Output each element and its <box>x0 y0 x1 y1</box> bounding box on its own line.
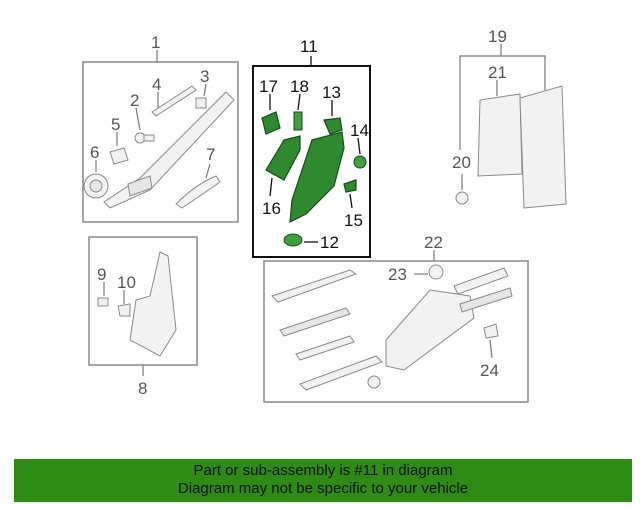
group-1-box <box>82 61 239 223</box>
pad-5 <box>109 147 129 165</box>
group-11-assembly: 11 17 18 13 16 14 15 12 <box>252 37 371 258</box>
clip-3 <box>195 97 207 109</box>
callout-8[interactable]: 8 <box>138 379 147 398</box>
banner-line-1: Part or sub-assembly is #11 in diagram <box>193 462 453 479</box>
callout-5[interactable]: 5 <box>111 115 120 134</box>
part-24 <box>483 323 499 339</box>
info-banner: Part or sub-assembly is #11 in diagram D… <box>14 459 632 502</box>
callout-6[interactable]: 6 <box>90 143 99 162</box>
part-10 <box>117 303 131 317</box>
callout-23[interactable]: 23 <box>388 265 407 284</box>
rear-trim-panel <box>519 85 567 209</box>
strip-4 <box>151 85 197 117</box>
banner-line-2: Diagram may not be specific to your vehi… <box>177 480 469 497</box>
group-1-pillar-trim: 1 2 4 3 5 6 7 <box>82 33 239 223</box>
callout-21[interactable]: 21 <box>488 63 507 82</box>
callout-7[interactable]: 7 <box>206 145 215 164</box>
callout-2[interactable]: 2 <box>130 91 139 110</box>
callout-16[interactable]: 16 <box>262 199 281 218</box>
callout-12[interactable]: 12 <box>320 233 339 252</box>
pillar-trim-part <box>103 91 235 209</box>
callout-20[interactable]: 20 <box>452 153 471 172</box>
part-12 <box>283 233 303 247</box>
callout-18[interactable]: 18 <box>290 77 309 96</box>
callout-19[interactable]: 19 <box>488 27 507 46</box>
sill-strip-a <box>271 269 358 303</box>
callout-11[interactable]: 11 <box>300 37 318 56</box>
group-22-box <box>263 260 529 403</box>
callout-14[interactable]: 14 <box>350 121 369 140</box>
group-22-sill-plates: 22 23 24 <box>263 233 529 403</box>
callout-4[interactable]: 4 <box>152 75 161 94</box>
part-11-panel <box>289 131 345 224</box>
callout-15[interactable]: 15 <box>344 211 363 230</box>
part-20 <box>455 191 469 205</box>
callout-3[interactable]: 3 <box>200 67 209 86</box>
group-19-rear-trim: 19 21 20 <box>452 27 567 209</box>
callout-13[interactable]: 13 <box>322 83 341 102</box>
callout-1[interactable]: 1 <box>151 33 160 52</box>
callout-22[interactable]: 22 <box>424 233 443 252</box>
callout-24[interactable]: 24 <box>480 361 499 380</box>
part-9 <box>97 297 109 307</box>
cover-7 <box>175 175 221 209</box>
part-17 <box>261 111 281 135</box>
part-21 <box>477 93 523 177</box>
callout-9[interactable]: 9 <box>97 265 106 284</box>
lower-trim-part <box>129 251 177 357</box>
kick-panel <box>385 289 475 371</box>
part-18 <box>293 111 303 131</box>
callout-17[interactable]: 17 <box>259 77 278 96</box>
part-23 <box>428 264 444 280</box>
callout-10[interactable]: 10 <box>117 273 136 292</box>
part-16 <box>265 135 301 181</box>
group-8-lower-trim: 8 9 10 <box>88 236 198 398</box>
part-14 <box>353 155 367 169</box>
part-13 <box>323 117 343 135</box>
sill-strip-b <box>299 355 383 391</box>
part-15 <box>343 179 357 193</box>
